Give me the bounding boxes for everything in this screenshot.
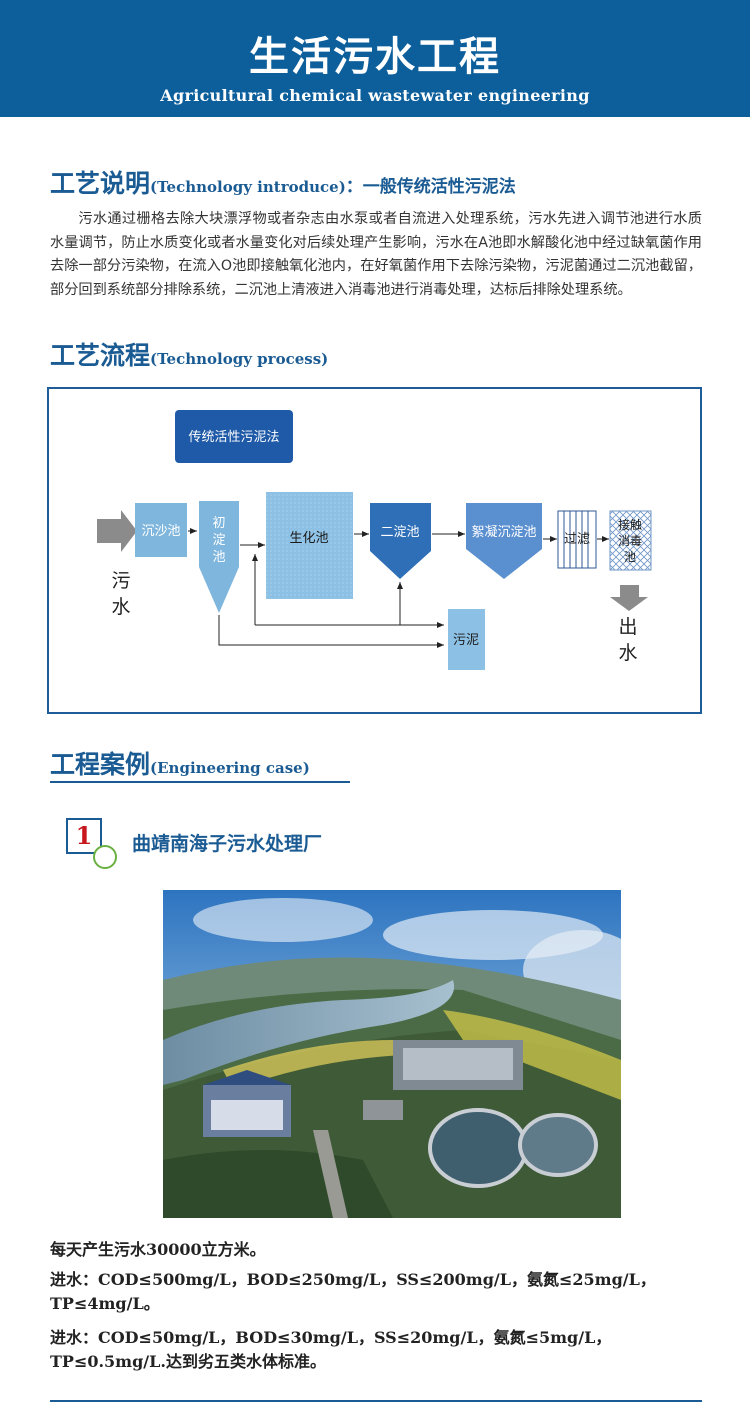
primary-tank-label-2: 淀	[212, 533, 225, 548]
section-title-process-cn: 工艺流程	[50, 341, 151, 370]
case-inflow-quality: 进水：COD≤500mg/L，BOD≤250mg/L，SS≤200mg/L，氨氮…	[50, 1270, 656, 1313]
flocculation-tank-label: 絮凝沉淀池	[471, 524, 536, 540]
method-label-box: 传统活性污泥法	[175, 410, 293, 463]
contact-tank-label-3: 池	[624, 550, 636, 564]
secondary-tank-label: 二淀池	[380, 525, 419, 540]
process-diagram-svg: 传统活性污泥法 污 水 沉沙池 初 淀 池 生化池	[97, 410, 652, 670]
filter-unit: 过滤	[557, 510, 597, 569]
outlet-label-1: 出	[618, 616, 637, 638]
outlet-arrow-icon	[610, 585, 648, 611]
inlet-label-1: 污	[111, 570, 130, 592]
bio-tank: 生化池	[266, 492, 353, 599]
header-banner: 生活污水工程 Agricultural chemical wastewater …	[0, 0, 750, 117]
section-title-case: 工程案例(Engineering case)	[50, 745, 310, 781]
grit-tank-label: 沉沙池	[141, 524, 180, 539]
section-title-case-en: (Engineering case)	[150, 759, 310, 777]
bio-tank-label: 生化池	[289, 531, 328, 546]
section-title-intro-en: (Technology introduce)	[150, 178, 346, 196]
primary-tank-label-1: 初	[212, 516, 225, 531]
page-subtitle: Agricultural chemical wastewater enginee…	[160, 86, 590, 105]
section-title-intro-cn: 工艺说明	[50, 169, 151, 198]
section-title-case-cn: 工程案例	[50, 750, 151, 779]
grit-tank: 沉沙池	[135, 503, 187, 557]
sludge-label: 污泥	[453, 633, 479, 648]
contact-tank: 接触 消毒 池	[609, 510, 652, 571]
outlet-label-2: 水	[618, 642, 637, 664]
method-label: 传统活性污泥法	[188, 430, 279, 445]
contact-tank-label-2: 消毒	[618, 534, 642, 548]
section-title-process-en: (Technology process)	[150, 350, 329, 368]
page-title: 生活污水工程	[249, 33, 501, 80]
case-title-underline	[50, 781, 350, 783]
plant-aerial-photo	[163, 890, 621, 1218]
section-title-intro-extra: ：一般传统活性污泥法	[345, 177, 516, 197]
inlet-arrow-icon	[97, 510, 137, 552]
case-daily-volume: 每天产生污水30000立方米。	[50, 1240, 266, 1259]
section-title-intro: 工艺说明(Technology introduce)：一般传统活性污泥法	[50, 164, 516, 200]
sludge-lines	[218, 554, 444, 648]
section-title-process: 工艺流程(Technology process)	[50, 336, 328, 372]
intro-paragraph: 污水通过栅格去除大块漂浮物或者杂志由水泵或者自流进入处理系统，污水先进入调节池进…	[50, 211, 702, 298]
case-name: 曲靖南海子污水处理厂	[132, 833, 323, 855]
circle-icon	[93, 845, 117, 869]
secondary-tank: 二淀池	[370, 503, 431, 579]
contact-tank-label-1: 接触	[618, 517, 642, 532]
flocculation-tank: 絮凝沉淀池	[466, 503, 542, 579]
process-diagram: 传统活性污泥法 污 水 沉沙池 初 淀 池 生化池	[47, 387, 702, 714]
primary-tank: 初 淀 池	[199, 501, 239, 613]
sludge-box: 污泥	[448, 609, 485, 670]
filter-label: 过滤	[564, 532, 590, 547]
bottom-divider	[50, 1400, 702, 1402]
case-outflow-quality: 进水：COD≤50mg/L，BOD≤30mg/L，SS≤20mg/L，氨氮≤5m…	[50, 1328, 612, 1371]
inlet-label-2: 水	[111, 596, 130, 618]
primary-tank-label-3: 池	[212, 550, 225, 565]
case-facts: 每天产生污水30000立方米。 进水：COD≤500mg/L，BOD≤250mg…	[50, 1238, 710, 1384]
